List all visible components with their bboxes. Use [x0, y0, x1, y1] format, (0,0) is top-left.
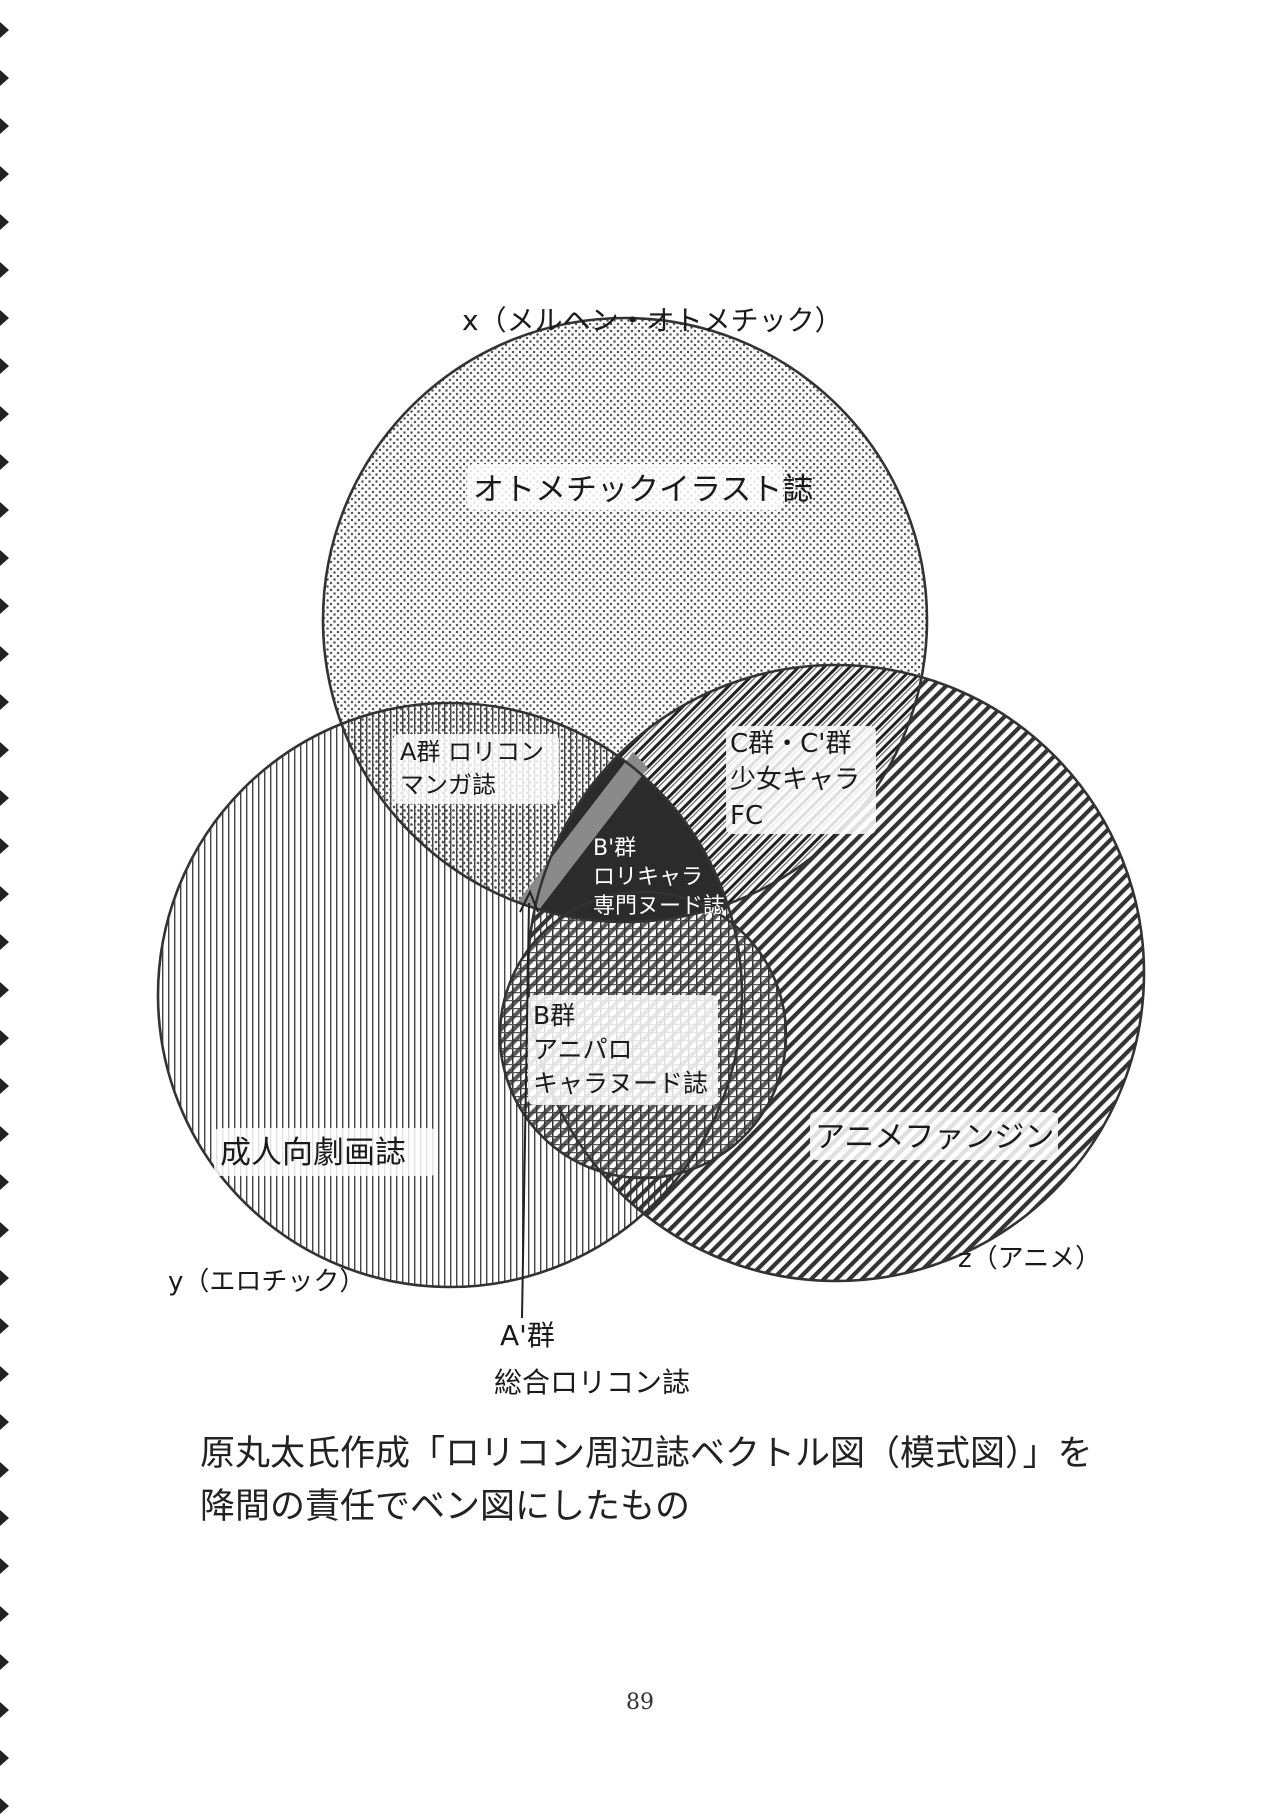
label-b-group-2: アニパロ	[533, 1035, 633, 1064]
callout-line-1: A'群	[500, 1319, 555, 1352]
callout-line-2: 総合ロリコン誌	[494, 1366, 690, 1399]
label-c-group-2: 少女キャラ	[730, 765, 860, 795]
caption: 原丸太氏作成「ロリコン周辺誌ベクトル図（模式図）」を 降間の責任でベン図にしたも…	[200, 1428, 1120, 1534]
callout-pointer	[519, 889, 539, 1319]
axis-y-label: y（エロチック）	[168, 1267, 365, 1297]
label-a-group-1: A群 ロリコン	[400, 738, 544, 766]
circle-x	[321, 316, 929, 924]
axis-z-label: z（アニメ）	[958, 1244, 1101, 1274]
label-y-only: 成人向劇画誌	[220, 1135, 406, 1171]
circle-y	[156, 701, 744, 1289]
caption-line-2: 降間の責任でベン図にしたもの	[200, 1487, 691, 1527]
label-x-only: オトメチックイラスト誌	[473, 472, 813, 508]
label-z-only: アニメファンジン	[815, 1120, 1054, 1155]
binding-holes	[0, 22, 9, 1814]
venn-diagram: x（メルヘン・オトメチック） y（エロチック） z（アニメ） オトメチックイラス…	[156, 304, 1146, 1399]
label-b-center-2: ロリキャラ	[593, 865, 703, 890]
circle-small	[498, 890, 788, 1180]
label-c-group-3: FC	[730, 801, 763, 831]
label-a-group-2: マンガ誌	[400, 771, 496, 799]
label-c-group-1: C群・C'群	[730, 729, 851, 759]
page-number: 89	[626, 1690, 654, 1715]
label-b-center-1: B'群	[593, 836, 636, 861]
label-b-group-1: B群	[533, 1001, 575, 1030]
caption-line-1: 原丸太氏作成「ロリコン周辺誌ベクトル図（模式図）」を	[200, 1434, 1093, 1474]
label-b-group-3: キャラヌード誌	[533, 1069, 708, 1098]
label-b-center-3: 専門ヌード誌	[593, 894, 725, 919]
axis-x-label: x（メルヘン・オトメチック）	[462, 304, 843, 337]
